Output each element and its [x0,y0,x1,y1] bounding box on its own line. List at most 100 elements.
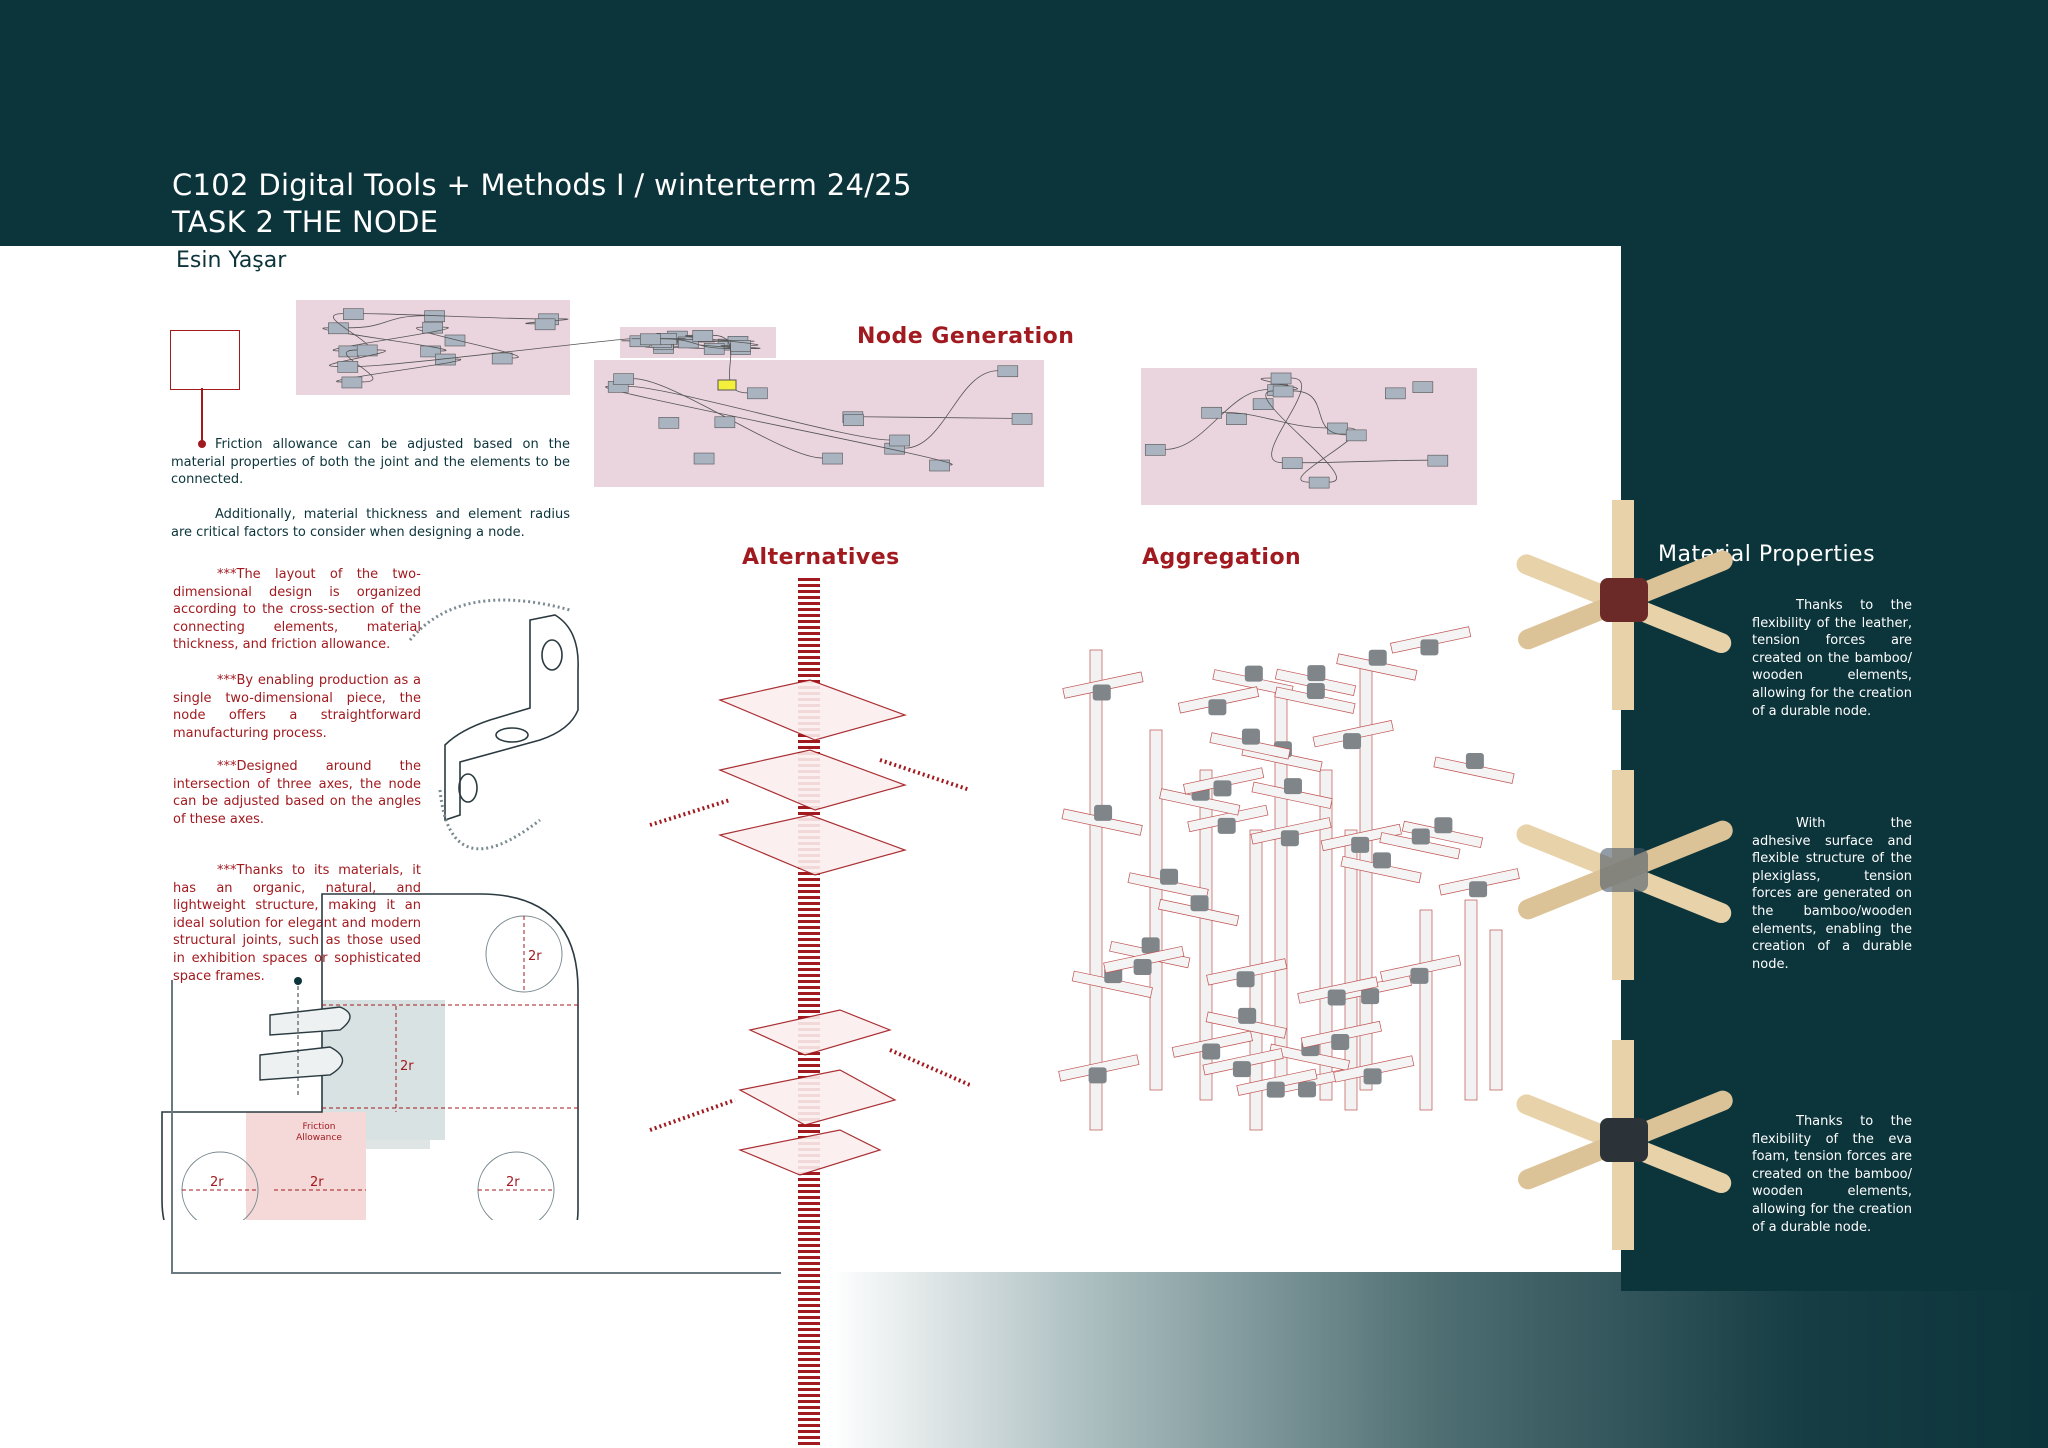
author-name: Esin Yaşar [176,248,287,273]
gh-component [1385,387,1406,400]
gh-wire [348,315,425,329]
parameter-panel [170,330,240,390]
gh-component [1412,381,1434,393]
aggregation-node [1306,682,1325,699]
aggregation-pole [1489,929,1503,1091]
gh-wire [698,340,728,343]
gh-component [1144,444,1166,456]
aggregation-node [1363,1068,1382,1085]
gh-wire [685,334,759,346]
dim-2r: 2r [528,949,542,964]
gh-component [337,361,359,373]
gh-wire [628,385,890,441]
axis-line [171,980,173,1274]
dim-2r: 2r [400,1059,414,1074]
friction-allowance-label: Friction Allowance [296,1122,342,1143]
gh-wire [904,370,998,449]
gh-wire [357,335,668,367]
task-title: TASK 2 THE NODE [172,205,439,239]
aggregation-node [1420,639,1439,656]
gh-component [1281,457,1303,470]
aggregation-node [1298,1081,1317,1098]
gh-wire [416,326,519,359]
aggregation-node [1202,1043,1221,1060]
aggregation-node [1368,649,1387,666]
flat-pattern: 2r 2r 2r 2r 2r [161,893,579,1220]
gh-component [1327,422,1348,435]
thickness-paragraph: Additionally, material thickness and ele… [171,507,570,540]
materials-paragraph: ***Thanks to its materials, it has an or… [173,863,421,984]
gh-component [1272,385,1294,398]
aggregation-node [1208,699,1227,716]
folded-node-sketch [259,977,351,1095]
gh-component [692,330,714,342]
course-title: C102 Digital Tools + Methods I / wintert… [172,168,912,202]
layout-paragraph: ***The layout of the two-dimensional des… [173,567,421,653]
gh-component [1252,398,1274,411]
aggregation-node [1213,780,1232,797]
gh-component [1345,429,1367,442]
alternatives-models [649,679,970,1176]
gh-component [714,416,736,429]
gh-wire [322,327,447,352]
gh-wire [329,349,386,367]
eva-foam-description: Thanks to the flexibility of the eva foa… [1752,1114,1912,1235]
gh-component [889,434,910,447]
axes-paragraph: ***Designed around the intersection of t… [173,759,421,827]
gh-component [822,452,843,465]
aggregation-node [1190,895,1209,912]
aggregation-node [1283,778,1302,795]
aggregation-pole [1149,729,1163,1091]
joint-plexiglass-icon [1600,848,1648,892]
gh-component [1226,413,1247,425]
aggregation-node [1160,868,1179,885]
section-alternatives: Alternatives [742,545,900,570]
leader-line [201,388,203,443]
gh-wire [1165,389,1268,450]
gh-wire [660,338,731,349]
aggregation-node [1088,1067,1107,1084]
dim-2r: 2r [210,1175,224,1190]
aggregation-model [1058,626,1520,1131]
aggregation-pole [1464,899,1478,1101]
aggregation-node [1092,684,1111,701]
aggregation-node [1465,753,1484,770]
gh-component [341,376,363,389]
gh-component [843,414,864,427]
aggregation-node [1327,989,1346,1006]
gh-component [422,321,443,334]
gh-component [747,387,768,400]
aggregation-node [1331,1033,1350,1050]
gh-wire [336,358,461,383]
joint-leather-icon [1600,578,1648,622]
gh-component [658,417,680,429]
gh-component [420,345,441,358]
aggregation-node [1241,728,1260,745]
gh-component [613,373,634,385]
gh-wire [363,313,539,320]
aggregation-node [1094,804,1113,821]
aggregation-node [1266,1081,1285,1098]
aggregation-node [1238,1007,1257,1024]
leather-description: Thanks to the flexibility of the leather… [1752,598,1912,719]
aggregation-node [1434,817,1453,834]
gh-wire [1221,411,1328,429]
aggregation-node [1351,836,1370,853]
leader-dot [198,440,206,448]
aggregation-pole [1319,769,1333,1101]
aggregation-node [1469,881,1488,898]
gh-wire [862,416,1013,419]
aggregation-node [1133,959,1152,976]
aggregation-node [1410,967,1429,984]
gh-component [491,352,513,365]
gh-component [1427,454,1449,467]
axis-line [171,1272,781,1274]
aggregation-node [1232,1061,1251,1078]
aggregation-node [1217,817,1236,834]
gh-wire [345,349,374,383]
friction-paragraph: Friction allowance can be adjusted based… [171,437,570,488]
dim-2r: 2r [310,1175,324,1190]
aggregation-node [1236,971,1255,988]
section-node-generation: Node Generation [857,324,1075,349]
aggregation-node [1141,937,1160,954]
